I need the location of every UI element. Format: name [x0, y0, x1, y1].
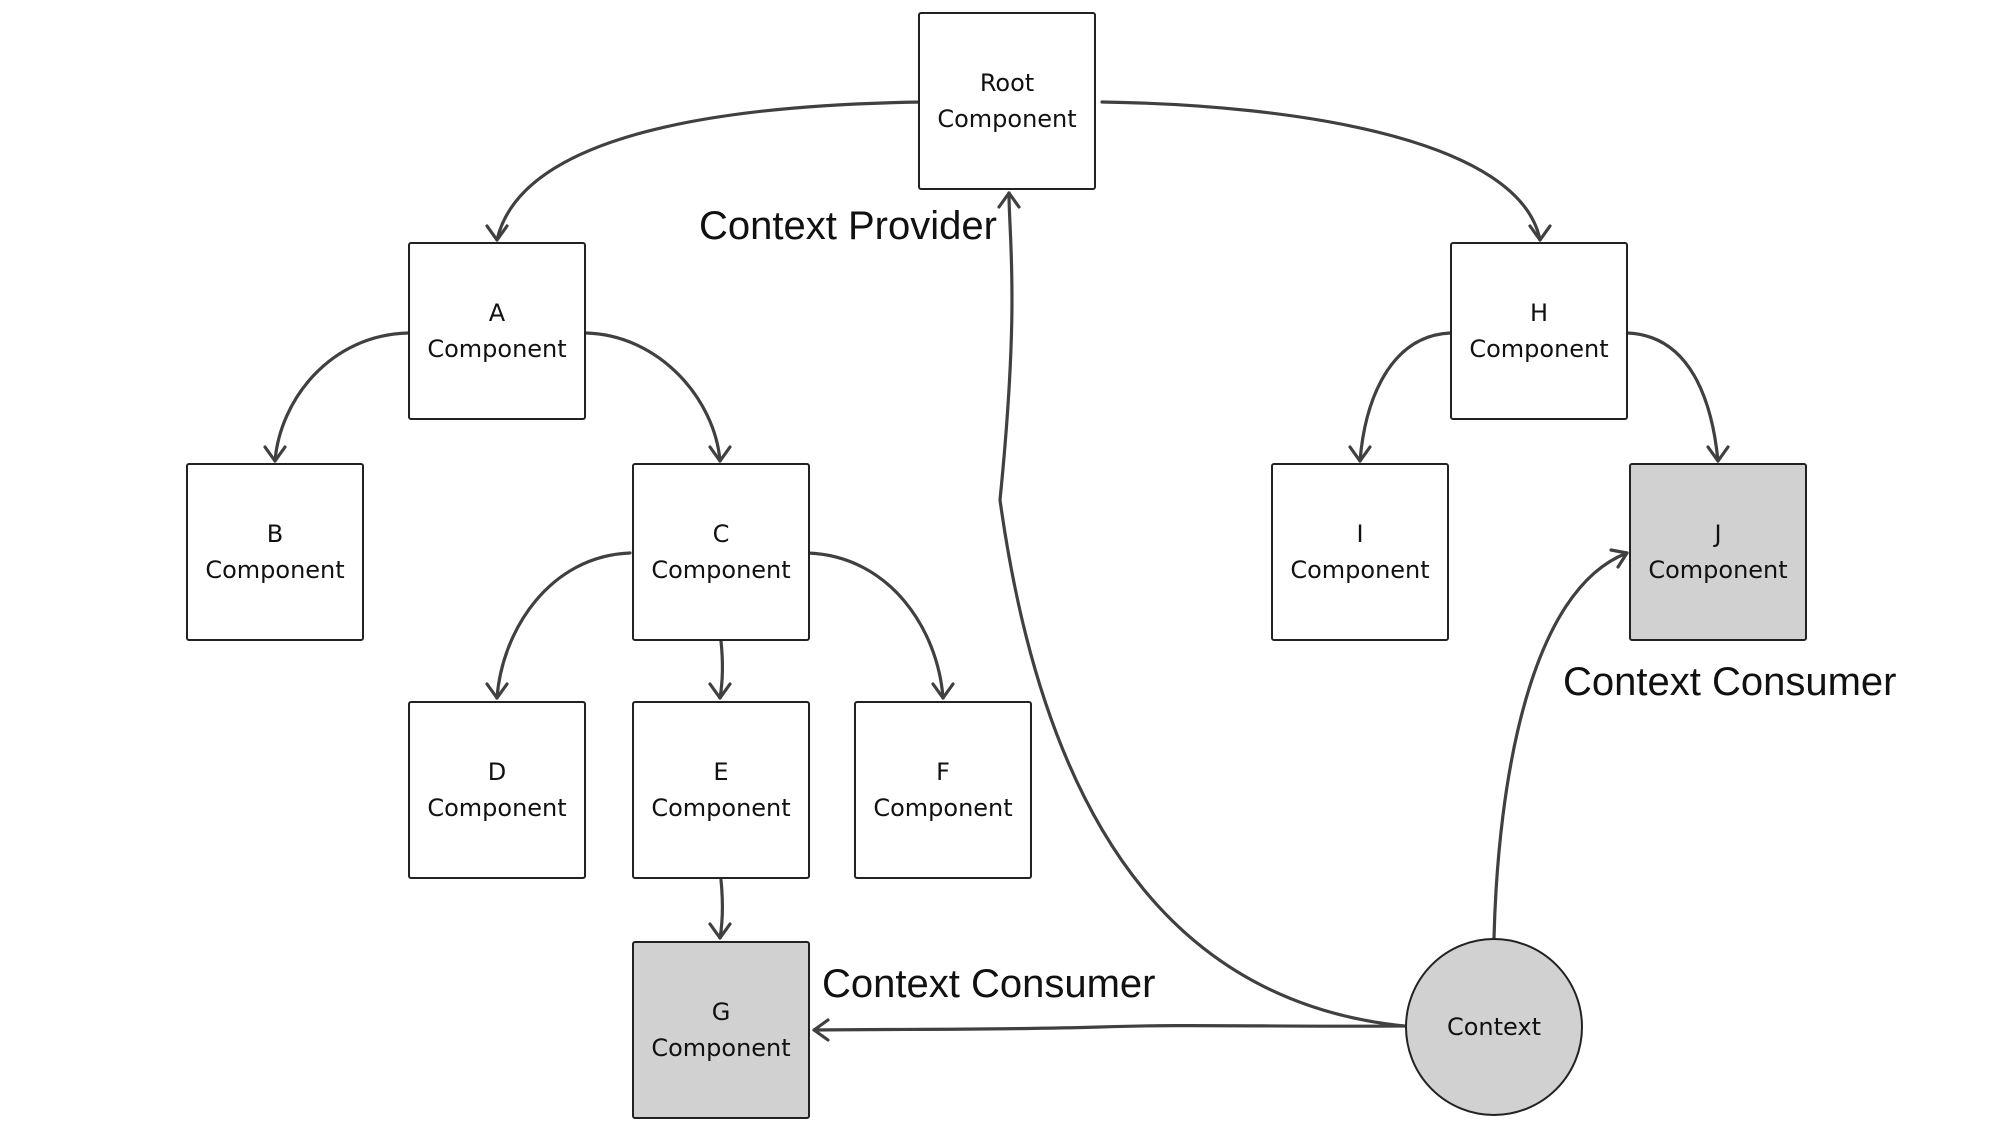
arrowhead-c-to-d — [485, 682, 509, 700]
j-node-label-line2: Component — [1648, 556, 1788, 584]
edge-root-to-h — [1100, 100, 1542, 242]
e-node-label-line1: E — [713, 758, 729, 786]
c-component-node: C Component — [632, 463, 810, 641]
g-node-label-line1: G — [711, 998, 731, 1026]
e-component-node: E Component — [632, 701, 810, 879]
c-node-label-line1: C — [712, 520, 730, 548]
j-node-label-line1: J — [1714, 520, 1722, 548]
arrowhead-c-to-e — [708, 682, 732, 700]
edge-a-to-b — [273, 331, 410, 463]
i-node-label-line2: Component — [1290, 556, 1430, 584]
arrowhead-context-to-root — [997, 191, 1021, 209]
arrowhead-context-to-j — [1609, 548, 1629, 569]
arrowhead-h-to-j — [1706, 445, 1730, 463]
i-node-label-line1: I — [1356, 520, 1364, 548]
arrowhead-c-to-f — [931, 682, 955, 700]
edge-a-to-c — [584, 331, 722, 463]
arrowhead-h-to-i — [1348, 445, 1372, 463]
g-component-node: G Component — [632, 941, 810, 1119]
context-node: Context — [1405, 938, 1583, 1116]
edge-context-to-g — [812, 1024, 1406, 1032]
edge-h-to-j — [1626, 331, 1720, 463]
edge-context-to-root — [998, 191, 1406, 1028]
d-node-label-line2: Component — [427, 794, 567, 822]
arrowhead-a-to-c — [708, 445, 732, 463]
context-provider-label: Context Provider — [699, 204, 997, 248]
edge-h-to-i — [1358, 331, 1452, 463]
c-node-label-line2: Component — [651, 556, 791, 584]
b-component-node: B Component — [186, 463, 364, 641]
g-node-label-line2: Component — [651, 1034, 791, 1062]
f-node-label-line1: F — [936, 758, 950, 786]
a-node-label-line2: Component — [427, 335, 567, 363]
a-component-node: A Component — [408, 242, 586, 420]
f-component-node: F Component — [854, 701, 1032, 879]
edge-e-to-g — [718, 878, 724, 940]
root-component-node: Root Component — [918, 12, 1096, 190]
d-node-label-line1: D — [487, 758, 507, 786]
arrowhead-root-to-a — [485, 224, 509, 242]
f-node-label-line2: Component — [873, 794, 1013, 822]
context-consumer-label-j: Context Consumer — [1563, 660, 1897, 704]
arrowhead-root-to-h — [1528, 224, 1552, 242]
context-node-label: Context — [1446, 1013, 1542, 1041]
j-component-node: J Component — [1629, 463, 1807, 641]
edge-c-to-d — [495, 551, 632, 700]
b-node-label-line2: Component — [205, 556, 345, 584]
root-node-label-line1: Root — [979, 69, 1035, 97]
i-component-node: I Component — [1271, 463, 1449, 641]
a-node-label-line1: A — [488, 299, 506, 327]
edge-c-to-f — [806, 551, 945, 700]
root-node-label-line2: Component — [937, 105, 1077, 133]
d-component-node: D Component — [408, 701, 586, 879]
arrowhead-context-to-g — [812, 1018, 830, 1042]
b-node-label-line1: B — [266, 520, 284, 548]
h-node-label-line2: Component — [1469, 335, 1609, 363]
context-consumer-label-g: Context Consumer — [822, 962, 1156, 1006]
arrowhead-e-to-g — [708, 922, 732, 940]
edge-c-to-e — [718, 639, 724, 700]
edge-root-to-a — [495, 100, 926, 242]
arrowhead-a-to-b — [263, 445, 287, 463]
h-node-label-line1: H — [1529, 299, 1549, 327]
h-component-node: H Component — [1450, 242, 1628, 420]
edge-context-to-j — [1492, 551, 1629, 940]
e-node-label-line2: Component — [651, 794, 791, 822]
